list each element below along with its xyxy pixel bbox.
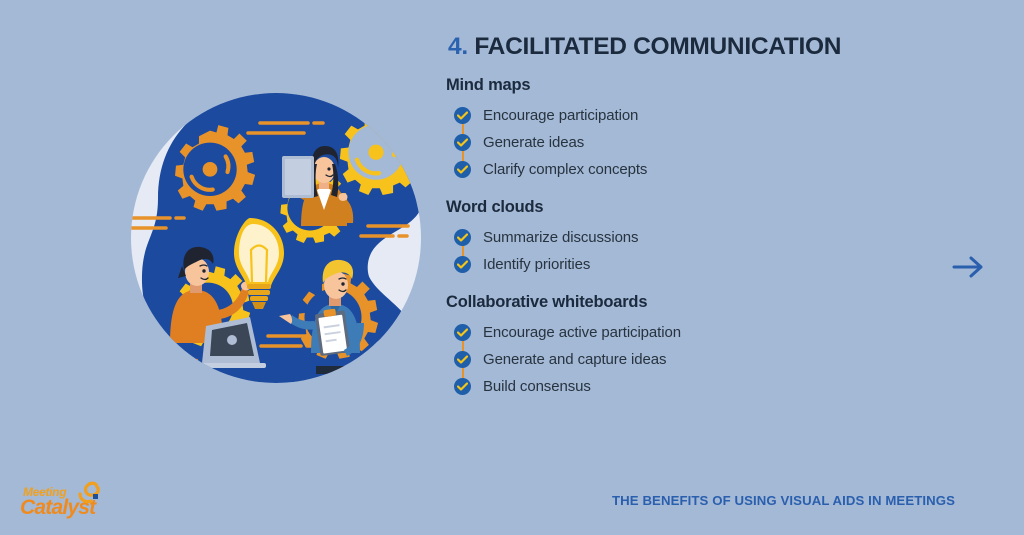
check-icon-wrap bbox=[453, 373, 471, 400]
group-heading: Word clouds bbox=[446, 198, 544, 216]
list-item-label: Encourage participation bbox=[483, 107, 639, 124]
gear-orange-large bbox=[175, 125, 256, 211]
page-title: 4. FACILITATED COMMUNICATION bbox=[448, 33, 963, 61]
logo[interactable]: Meeting Catalyst bbox=[20, 481, 108, 524]
check-circle-icon bbox=[453, 107, 471, 124]
list-item-label: Encourage active participation bbox=[483, 324, 681, 341]
check-circle-icon bbox=[453, 229, 471, 246]
check-icon-wrap bbox=[453, 224, 471, 251]
check-circle-icon bbox=[453, 161, 471, 178]
check-circle-icon bbox=[453, 134, 471, 151]
group-heading: Collaborative whiteboards bbox=[446, 293, 648, 311]
list-item: Generate ideas bbox=[443, 129, 963, 156]
list-item-label: Build consensus bbox=[483, 378, 591, 395]
person-man-clipboard bbox=[279, 259, 379, 374]
list-item: Summarize discussions bbox=[443, 224, 963, 251]
list-item-label: Summarize discussions bbox=[483, 229, 639, 246]
bullet-connector-line bbox=[461, 237, 464, 264]
list-item: Identify priorities bbox=[443, 251, 963, 278]
lightbulb bbox=[234, 218, 284, 309]
check-icon-wrap bbox=[453, 156, 471, 183]
teamwork-illustration bbox=[118, 78, 438, 403]
slide-title-text: FACILITATED COMMUNICATION bbox=[474, 33, 842, 60]
list-item-label: Generate ideas bbox=[483, 134, 585, 151]
check-icon-wrap bbox=[453, 129, 471, 156]
footer-title: THE BENEFITS OF USING VISUAL AIDS IN MEE… bbox=[612, 493, 956, 508]
arrow-right-icon bbox=[952, 256, 983, 278]
list-item: Encourage active participation bbox=[443, 319, 963, 346]
check-icon-wrap bbox=[453, 102, 471, 129]
check-circle-icon bbox=[453, 324, 471, 341]
list-item-label: Generate and capture ideas bbox=[483, 351, 667, 368]
logo-line-catalyst: Catalyst bbox=[20, 496, 96, 519]
check-circle-icon bbox=[453, 378, 471, 395]
check-icon-wrap bbox=[453, 346, 471, 373]
check-icon-wrap bbox=[453, 251, 471, 278]
list-item-label: Clarify complex concepts bbox=[483, 161, 648, 178]
check-circle-icon bbox=[453, 256, 471, 273]
swirl-icon bbox=[78, 481, 100, 504]
check-circle-icon bbox=[453, 351, 471, 368]
group-heading: Mind maps bbox=[446, 76, 531, 94]
person-woman-presenting bbox=[280, 146, 354, 243]
next-slide-button[interactable] bbox=[950, 252, 988, 282]
list-item: Build consensus bbox=[443, 373, 963, 400]
check-icon-wrap bbox=[453, 319, 471, 346]
list-item: Encourage participation bbox=[443, 102, 963, 129]
list-item: Clarify complex concepts bbox=[443, 156, 963, 183]
list-item: Generate and capture ideas bbox=[443, 346, 963, 373]
slide-number: 4. bbox=[448, 33, 468, 60]
list-item-label: Identify priorities bbox=[483, 256, 591, 273]
logo-line-meeting: Meeting bbox=[23, 485, 67, 499]
person-man-laptop bbox=[166, 246, 266, 368]
